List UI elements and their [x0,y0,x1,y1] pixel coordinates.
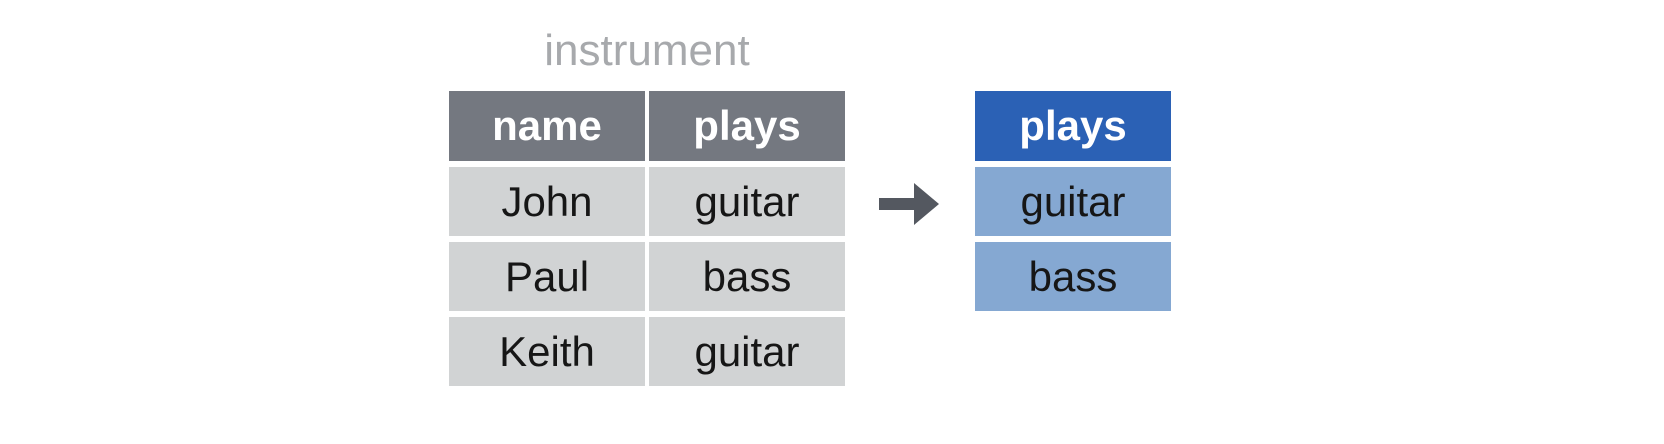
result-header-plays: plays [975,91,1171,161]
source-table: name plays John guitar Paul bass Keith g… [449,91,845,386]
source-header-name: name [449,91,645,161]
result-table: plays guitar bass [975,91,1171,311]
source-cell-row0-name: John [449,167,645,236]
source-cell-row2-name: Keith [449,317,645,386]
result-cell-row0-plays: guitar [975,167,1171,236]
source-cell-row1-name: Paul [449,242,645,311]
source-header-plays: plays [649,91,845,161]
right-arrow-icon [879,183,939,225]
result-cell-row1-plays: bass [975,242,1171,311]
source-cell-row1-plays: bass [649,242,845,311]
source-cell-row0-plays: guitar [649,167,845,236]
source-cell-row2-plays: guitar [649,317,845,386]
source-table-title: instrument [544,26,750,75]
